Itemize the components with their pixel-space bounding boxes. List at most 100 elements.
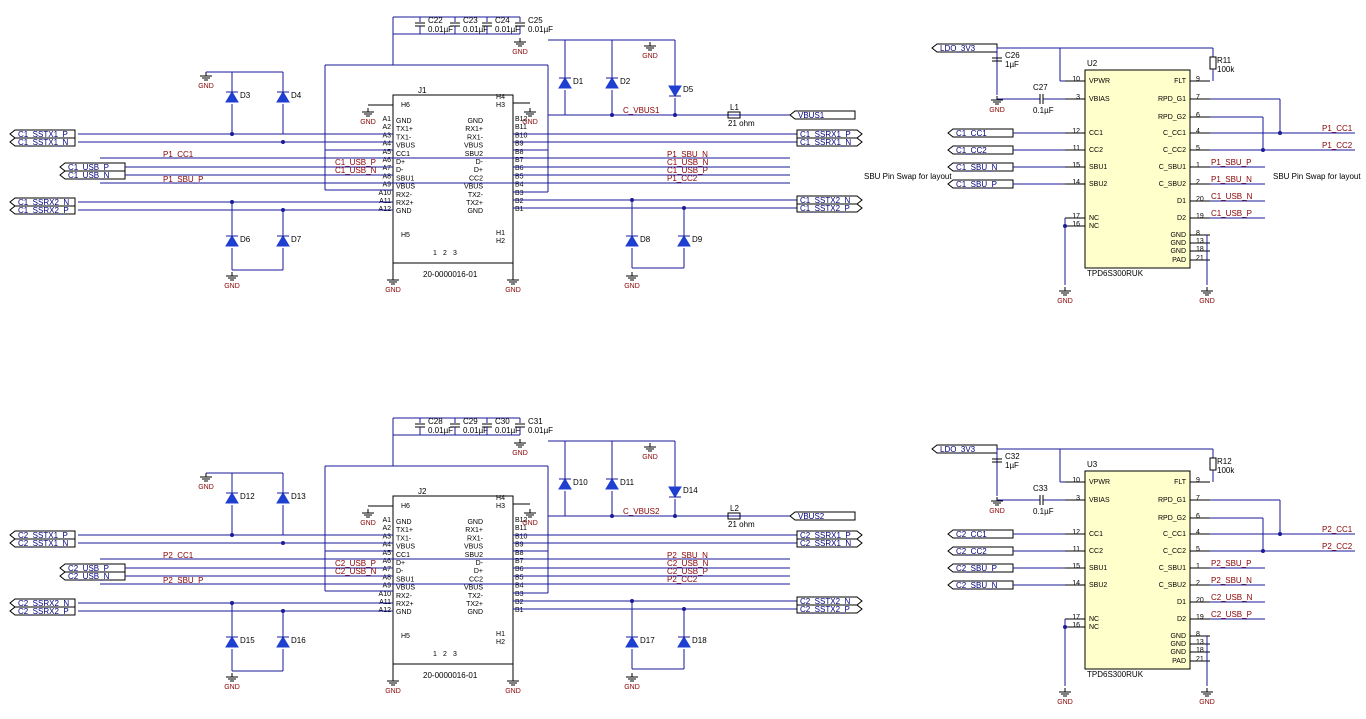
pin-number: H4 xyxy=(496,495,505,502)
ic-pin-number: 3 xyxy=(1076,94,1080,101)
ic-pin-number: 13 xyxy=(1196,238,1204,245)
ground-label: GND xyxy=(512,450,528,457)
port-label: C1_USB_P xyxy=(68,163,109,172)
ic-pin-number: 19 xyxy=(1196,213,1204,220)
ground-label: GND xyxy=(522,119,538,126)
port-outline xyxy=(9,137,76,147)
tvs-diode: D5 xyxy=(668,85,694,97)
pin-number: B11 xyxy=(515,124,527,131)
ground-symbol: GND xyxy=(198,72,214,90)
ground-label: GND xyxy=(989,107,1005,114)
junction-dot xyxy=(230,132,234,136)
net-label: C2_USB_N xyxy=(1211,593,1253,602)
pin-name: TX2- xyxy=(468,192,484,199)
pin-number: H2 xyxy=(496,639,505,646)
cap-ref: C28 xyxy=(428,417,443,426)
ground-symbol: GND xyxy=(522,509,538,527)
pin-name: RX2+ xyxy=(396,200,414,207)
ground-symbol: GND xyxy=(385,276,401,294)
ground-label: GND xyxy=(505,287,521,294)
net-label: P2_CC2 xyxy=(1322,542,1353,551)
ic-pin-name: D1 xyxy=(1177,599,1186,606)
pin-name: CC2 xyxy=(469,175,483,182)
pin-number: B10 xyxy=(515,132,528,139)
ic-pin-name: C_SBU1 xyxy=(1159,565,1186,572)
pin-number: H6 xyxy=(401,102,410,109)
pin-number: B11 xyxy=(515,525,527,532)
port-label: C2_USB_N xyxy=(68,572,110,581)
cap-value: 0.01µF xyxy=(428,25,453,34)
tvs-diode: D13 xyxy=(276,492,306,504)
pin-name: CC1 xyxy=(396,552,410,559)
port-outline xyxy=(789,511,856,521)
connector-ref: J2 xyxy=(418,487,427,496)
net-port: C1_SSTX2_P xyxy=(796,203,863,213)
pin-number: B3 xyxy=(515,190,524,197)
port-outline xyxy=(796,129,863,139)
port-label: C2_SSTX1_N xyxy=(18,539,68,548)
ground-symbol: GND xyxy=(1199,688,1215,706)
diode-ref: D10 xyxy=(573,478,588,487)
junction-dot xyxy=(281,140,285,144)
pin-number: A10 xyxy=(379,591,392,598)
pin-name: SBU2 xyxy=(465,552,483,559)
pin-name: VBUS xyxy=(464,184,483,191)
pin-name: RX2+ xyxy=(396,601,414,608)
ic-pin-name: D2 xyxy=(1177,616,1186,623)
tvs-diode: D6 xyxy=(225,235,251,247)
port-label: C1_CC2 xyxy=(956,146,987,155)
ground-symbol: GND xyxy=(505,276,521,294)
diode-ref: D13 xyxy=(291,492,306,501)
pin-number: H1 xyxy=(496,631,505,638)
port-label: C2_SSTX1_P xyxy=(18,531,68,540)
port-label: C1_SSTX2_P xyxy=(800,204,850,213)
ground-label: GND xyxy=(198,83,214,90)
pin-name: D- xyxy=(476,159,484,166)
cap-value: 0.01µF xyxy=(528,426,553,435)
pin-name: GND xyxy=(467,609,483,616)
diode-ref: D11 xyxy=(620,478,635,487)
net-label: P2_CC2 xyxy=(667,575,698,584)
pin-number: A10 xyxy=(379,190,392,197)
net-port: C1_SBU_P xyxy=(947,179,1014,189)
ic-pin-number: 4 xyxy=(1196,128,1200,135)
net-label: P1_SBU_N xyxy=(1211,175,1252,184)
pin-number: A8 xyxy=(382,574,391,581)
net-label: P1_SBU_N xyxy=(667,150,708,159)
port-label: C1_SBU_P xyxy=(956,180,997,189)
junction-dot xyxy=(610,514,614,518)
ic-pin-name: GND xyxy=(1170,248,1186,255)
ground-label: GND xyxy=(624,684,640,691)
ic-pin-name: C_SBU1 xyxy=(1159,164,1186,171)
net-port: LDO_3V3 xyxy=(931,43,998,53)
ic-pin-name: CC2 xyxy=(1089,147,1103,154)
ic-pin-number: 11 xyxy=(1073,546,1080,553)
ic-pin-name: C_CC1 xyxy=(1163,130,1186,137)
pin-name: TX1- xyxy=(396,535,412,542)
cap-ref: C25 xyxy=(528,16,543,25)
cap-ref: C32 xyxy=(1005,452,1020,461)
port-label: C2_USB_P xyxy=(68,564,109,573)
pin-name: SBU2 xyxy=(465,151,483,158)
pin-name: VBUS xyxy=(396,544,415,551)
pin-name: VBUS xyxy=(396,143,415,150)
ground-symbol: GND xyxy=(512,38,528,56)
circuit-block-1: J120-0000016-01GNDA1TX1+A2TX1-A3VBUSA4CC… xyxy=(9,16,1355,305)
diode-ref: D14 xyxy=(683,486,698,495)
pin-name: TX2- xyxy=(468,593,484,600)
pin-number: B2 xyxy=(515,599,524,606)
cap-ref: C24 xyxy=(495,16,510,25)
port-label: C2_CC1 xyxy=(956,530,987,539)
diode-ref: D1 xyxy=(573,77,584,86)
diode-triangle xyxy=(558,77,572,89)
pin-number: B8 xyxy=(515,550,524,557)
ground-label: GND xyxy=(642,454,658,461)
ic-pin-number: 8 xyxy=(1196,631,1200,638)
pin-number: A3 xyxy=(382,533,391,540)
net-port: C1_SSRX2_N xyxy=(9,197,76,207)
ic-pin-name: GND xyxy=(1170,633,1186,640)
port-label: C1_SSRX1_N xyxy=(800,138,851,147)
